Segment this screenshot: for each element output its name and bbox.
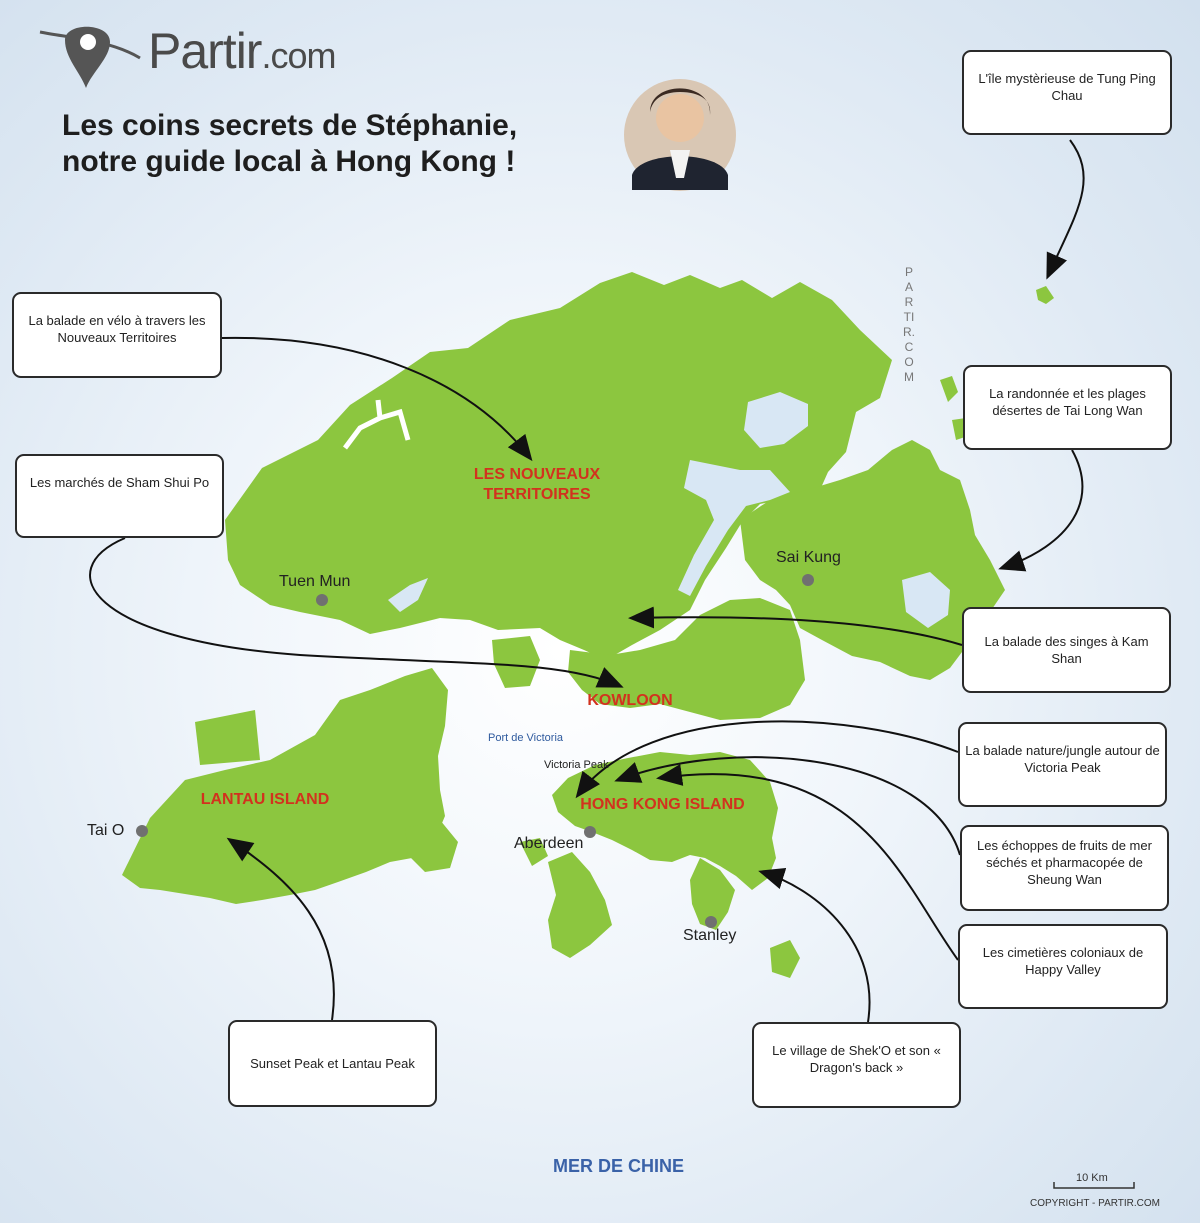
region-lantau: LANTAU ISLAND [200, 791, 330, 808]
arrow-victoria-peak [575, 720, 959, 799]
lamma-island-land [548, 852, 612, 958]
region-new-territories: LES NOUVEAUX TERRITOIRES [473, 466, 601, 503]
callout-sunset-peak: Sunset Peak et Lantau Peak [228, 1020, 437, 1107]
place-dot-tuen-mun [316, 594, 328, 606]
arrow-nouveaux-territoires [221, 336, 533, 462]
callout-nouveaux-territoires: La balade en vélo à travers les Nouveaux… [12, 292, 222, 378]
peng-chau-land [405, 820, 458, 872]
arrow-tai-long-wan [998, 449, 1084, 572]
place-sai-kung: Sai Kung [776, 549, 841, 566]
high-island-reservoir-water [902, 572, 950, 628]
logo-main: Partir [148, 23, 262, 79]
arrow-happy-valley [656, 764, 959, 961]
arrow-tung-ping-chau [1046, 139, 1085, 280]
plover-cove-water [744, 392, 808, 448]
callout-kam-shan: La balade des singes à Kam Shan [962, 607, 1171, 693]
small-island-land [770, 940, 800, 978]
hk-island-land [552, 752, 778, 890]
tsing-yi-land [492, 636, 540, 688]
place-tai-o: Tai O [87, 822, 125, 839]
place-dot-sai-kung [802, 574, 814, 586]
place-dot-tai-o [136, 825, 148, 837]
river-lines [343, 399, 411, 450]
region-hk-island: HONG KONG ISLAND [580, 796, 745, 813]
region-kowloon: KOWLOON [587, 692, 673, 709]
northeast-islands-land [808, 350, 876, 404]
kowloon-land [568, 598, 805, 720]
copyright: COPYRIGHT - PARTIR.COM [1030, 1198, 1161, 1209]
arrow-kam-shan [628, 606, 963, 646]
callout-happy-valley: Les cimetières coloniaux de Happy Valley [958, 924, 1168, 1009]
callout-sheung-wan: Les échoppes de fruits de mer séchés et … [960, 825, 1169, 911]
islet-land [520, 838, 548, 866]
callout-tai-long-wan: La randonnée et les plages désertes de T… [963, 365, 1172, 450]
lantau-land [122, 668, 448, 904]
page-title: Les coins secrets de Stéphanie, notre gu… [62, 109, 518, 178]
callout-tung-ping-chau: L'île mystèrieuse de Tung Ping Chau [962, 50, 1172, 135]
partir-logo-icon [39, 26, 141, 88]
logo-suffix: .com [261, 35, 336, 76]
east-islets-land [940, 376, 968, 440]
chek-lap-kok-land [195, 710, 260, 765]
tolo-harbour-water [678, 460, 790, 596]
arrow-sunset-peak [226, 837, 335, 1021]
arrow-shek-o [758, 868, 871, 1023]
place-port-victoria: Port de Victoria [488, 732, 564, 744]
partir-logo: Partir.com [148, 22, 336, 80]
callout-sham-shui-po: Les marchés de Sham Shui Po [15, 454, 224, 538]
tung-ping-chau-land [1036, 286, 1054, 304]
avatar [624, 79, 736, 191]
stanley-peninsula-land [690, 858, 735, 930]
place-aberdeen: Aberdeen [514, 835, 584, 852]
scale-bar [1053, 1182, 1135, 1189]
callout-arrows [89, 139, 1085, 1023]
place-tuen-mun: Tuen Mun [279, 573, 351, 590]
new-territories-land [225, 272, 892, 660]
place-stanley: Stanley [683, 927, 737, 944]
place-victoria-peak: Victoria Peak [544, 759, 609, 771]
reservoir-water [388, 578, 428, 612]
place-dot-aberdeen [584, 826, 596, 838]
callout-shek-o: Le village de Shek'O et son « Dragon's b… [752, 1022, 961, 1108]
vertical-brand: PARTIR.COM [903, 265, 915, 384]
arrow-sham-shui-po [89, 537, 624, 688]
place-dot-stanley [705, 916, 717, 928]
sea-label: MER DE CHINE [553, 1156, 685, 1176]
scale-label: 10 Km [1076, 1172, 1108, 1184]
callout-victoria-peak: La balade nature/jungle autour de Victor… [958, 722, 1167, 807]
